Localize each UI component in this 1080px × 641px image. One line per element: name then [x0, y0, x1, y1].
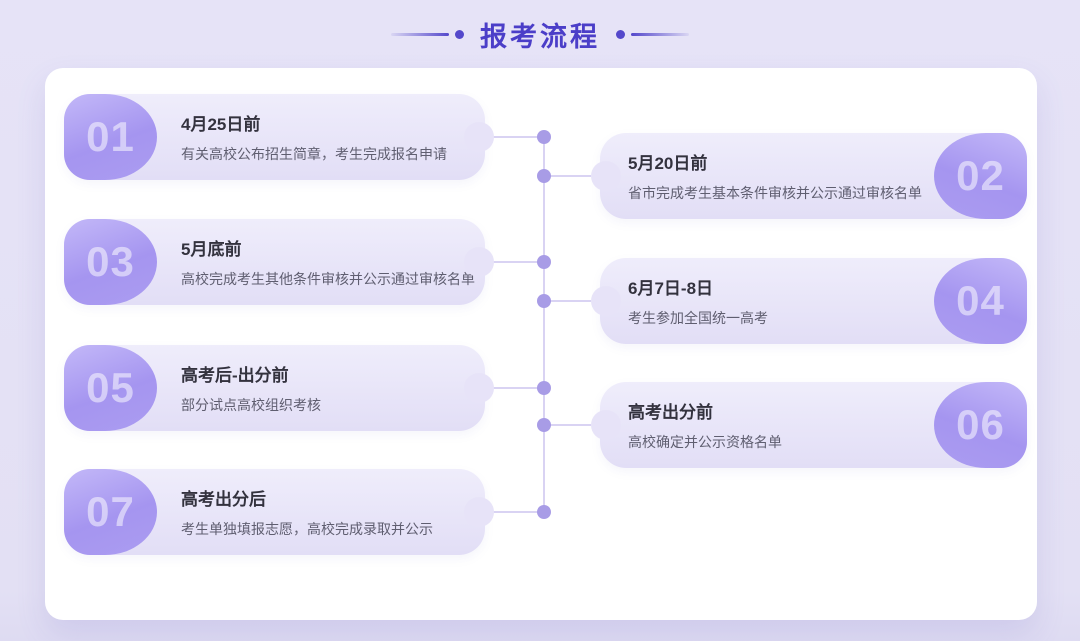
timeline-dot-7: [537, 505, 551, 519]
decoration-dot-icon: [616, 29, 625, 39]
timeline-dot-1: [537, 130, 551, 144]
step-title: 6月7日-8日: [628, 279, 714, 298]
decoration-line-icon: [391, 32, 449, 36]
step-text: 5月20日前 省市完成考生基本条件审核并公示通过审核名单: [600, 133, 934, 219]
step-text: 4月25日前 有关高校公布招生简章，考生完成报名申请: [157, 94, 485, 180]
step-number-badge: 05: [64, 345, 157, 431]
timeline-line: [543, 137, 545, 512]
timeline-connector-1: [487, 136, 544, 138]
step-title: 5月底前: [181, 240, 242, 259]
title-decoration-left: [391, 29, 464, 39]
step-card-01: 01 4月25日前 有关高校公布招生简章，考生完成报名申请: [64, 94, 494, 180]
step-title: 5月20日前: [628, 154, 708, 173]
step-title: 4月25日前: [181, 115, 261, 134]
timeline-dot-4: [537, 294, 551, 308]
step-card-04: 04 6月7日-8日 考生参加全国统一高考: [591, 258, 1027, 344]
step-description: 考生单独填报志愿，高校完成录取并公示: [181, 521, 433, 537]
title-decoration-right: [616, 29, 689, 39]
step-number-badge: 06: [934, 382, 1027, 468]
timeline-dot-5: [537, 381, 551, 395]
step-title: 高考出分后: [181, 490, 266, 509]
step-text: 高考出分后 考生单独填报志愿，高校完成录取并公示: [157, 469, 485, 555]
page-title: 报考流程: [480, 21, 600, 52]
timeline-connector-6: [545, 424, 591, 426]
step-number-badge: 02: [934, 133, 1027, 219]
timeline-connector-2: [545, 175, 591, 177]
step-text: 高考出分前 高校确定并公示资格名单: [600, 382, 934, 468]
timeline-dot-2: [537, 169, 551, 183]
step-card-02: 02 5月20日前 省市完成考生基本条件审核并公示通过审核名单: [591, 133, 1027, 219]
step-number-badge: 03: [64, 219, 157, 305]
step-description: 部分试点高校组织考核: [181, 397, 321, 413]
step-number-badge: 07: [64, 469, 157, 555]
step-description: 省市完成考生基本条件审核并公示通过审核名单: [628, 185, 922, 201]
step-description: 考生参加全国统一高考: [628, 310, 768, 326]
step-description: 有关高校公布招生简章，考生完成报名申请: [181, 146, 447, 162]
step-card-03: 03 5月底前 高校完成考生其他条件审核并公示通过审核名单: [64, 219, 494, 305]
decoration-dot-icon: [455, 29, 464, 39]
timeline-dot-6: [537, 418, 551, 432]
step-card-06: 06 高考出分前 高校确定并公示资格名单: [591, 382, 1027, 468]
step-description: 高校完成考生其他条件审核并公示通过审核名单: [181, 271, 475, 287]
page-header: 报考流程: [0, 13, 1080, 55]
timeline-connector-4: [545, 300, 591, 302]
step-text: 5月底前 高校完成考生其他条件审核并公示通过审核名单: [157, 219, 485, 305]
timeline-connector-3: [487, 261, 544, 263]
step-number-badge: 01: [64, 94, 157, 180]
timeline-connector-5: [487, 387, 544, 389]
timeline-connector-7: [487, 511, 544, 513]
step-card-05: 05 高考后-出分前 部分试点高校组织考核: [64, 345, 494, 431]
step-title: 高考后-出分前: [181, 366, 289, 385]
step-title: 高考出分前: [628, 403, 713, 422]
decoration-line-icon: [631, 32, 689, 36]
step-card-07: 07 高考出分后 考生单独填报志愿，高校完成录取并公示: [64, 469, 494, 555]
step-number-badge: 04: [934, 258, 1027, 344]
step-text: 高考后-出分前 部分试点高校组织考核: [157, 345, 485, 431]
step-description: 高校确定并公示资格名单: [628, 434, 782, 450]
timeline-dot-3: [537, 255, 551, 269]
step-text: 6月7日-8日 考生参加全国统一高考: [600, 258, 934, 344]
